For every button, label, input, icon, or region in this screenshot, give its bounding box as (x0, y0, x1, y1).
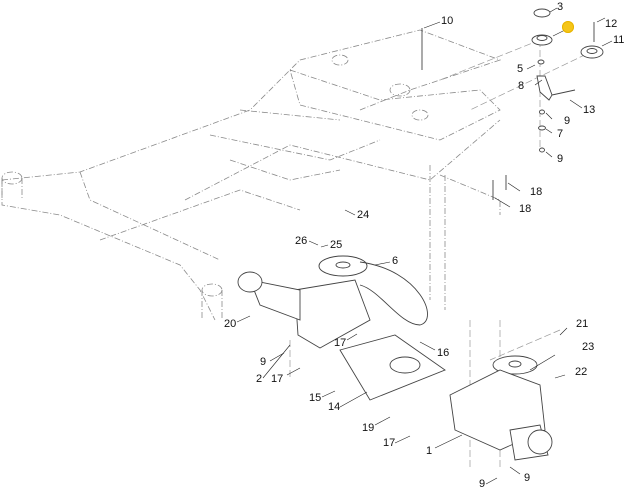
callout-26[interactable]: 26 (295, 235, 308, 247)
callout-8[interactable]: 8 (518, 80, 525, 92)
callout-9-bottom-left[interactable]: 9 (479, 478, 486, 490)
callout-10[interactable]: 10 (441, 15, 454, 27)
callout-7[interactable]: 7 (557, 128, 564, 140)
callout-12[interactable]: 12 (605, 18, 618, 30)
callout-5[interactable]: 5 (517, 63, 524, 75)
callout-18-lower[interactable]: 18 (519, 203, 532, 215)
right-transmission (449, 355, 553, 461)
callout-23[interactable]: 23 (582, 341, 595, 353)
callout-21[interactable]: 21 (576, 318, 589, 330)
leader-lines (236, 7, 613, 485)
skid-plate-hole (389, 356, 421, 374)
callout-17-center[interactable]: 17 (334, 337, 347, 349)
highlight-marker[interactable] (562, 21, 574, 33)
callout-18-upper[interactable]: 18 (530, 186, 543, 198)
callout-17-lower[interactable]: 17 (383, 437, 396, 449)
callout-17-left[interactable]: 17 (271, 373, 284, 385)
left-transmission (237, 255, 428, 349)
callout-20[interactable]: 20 (224, 318, 237, 330)
callout-2[interactable]: 2 (256, 373, 263, 385)
idler-pulley-assembly (531, 8, 604, 153)
callout-16[interactable]: 16 (437, 347, 450, 359)
callout-22[interactable]: 22 (575, 366, 588, 378)
callout-24[interactable]: 24 (357, 209, 370, 221)
callout-3[interactable]: 3 (557, 1, 564, 13)
skid-plate (339, 334, 446, 401)
callout-19[interactable]: 19 (362, 422, 375, 434)
callout-9-lower[interactable]: 9 (557, 153, 564, 165)
callout-13[interactable]: 13 (583, 104, 596, 116)
callout-9-bottom-right[interactable]: 9 (524, 472, 531, 484)
callout-25[interactable]: 25 (330, 239, 343, 251)
callout-11[interactable]: 11 (613, 34, 625, 46)
callout-15[interactable]: 15 (309, 392, 322, 404)
frame-assembly (1, 29, 502, 321)
callout-14[interactable]: 14 (328, 401, 341, 413)
callout-1[interactable]: 1 (426, 445, 433, 457)
callout-9-upper[interactable]: 9 (564, 115, 571, 127)
callout-9-left[interactable]: 9 (260, 356, 267, 368)
callout-6[interactable]: 6 (392, 255, 399, 267)
